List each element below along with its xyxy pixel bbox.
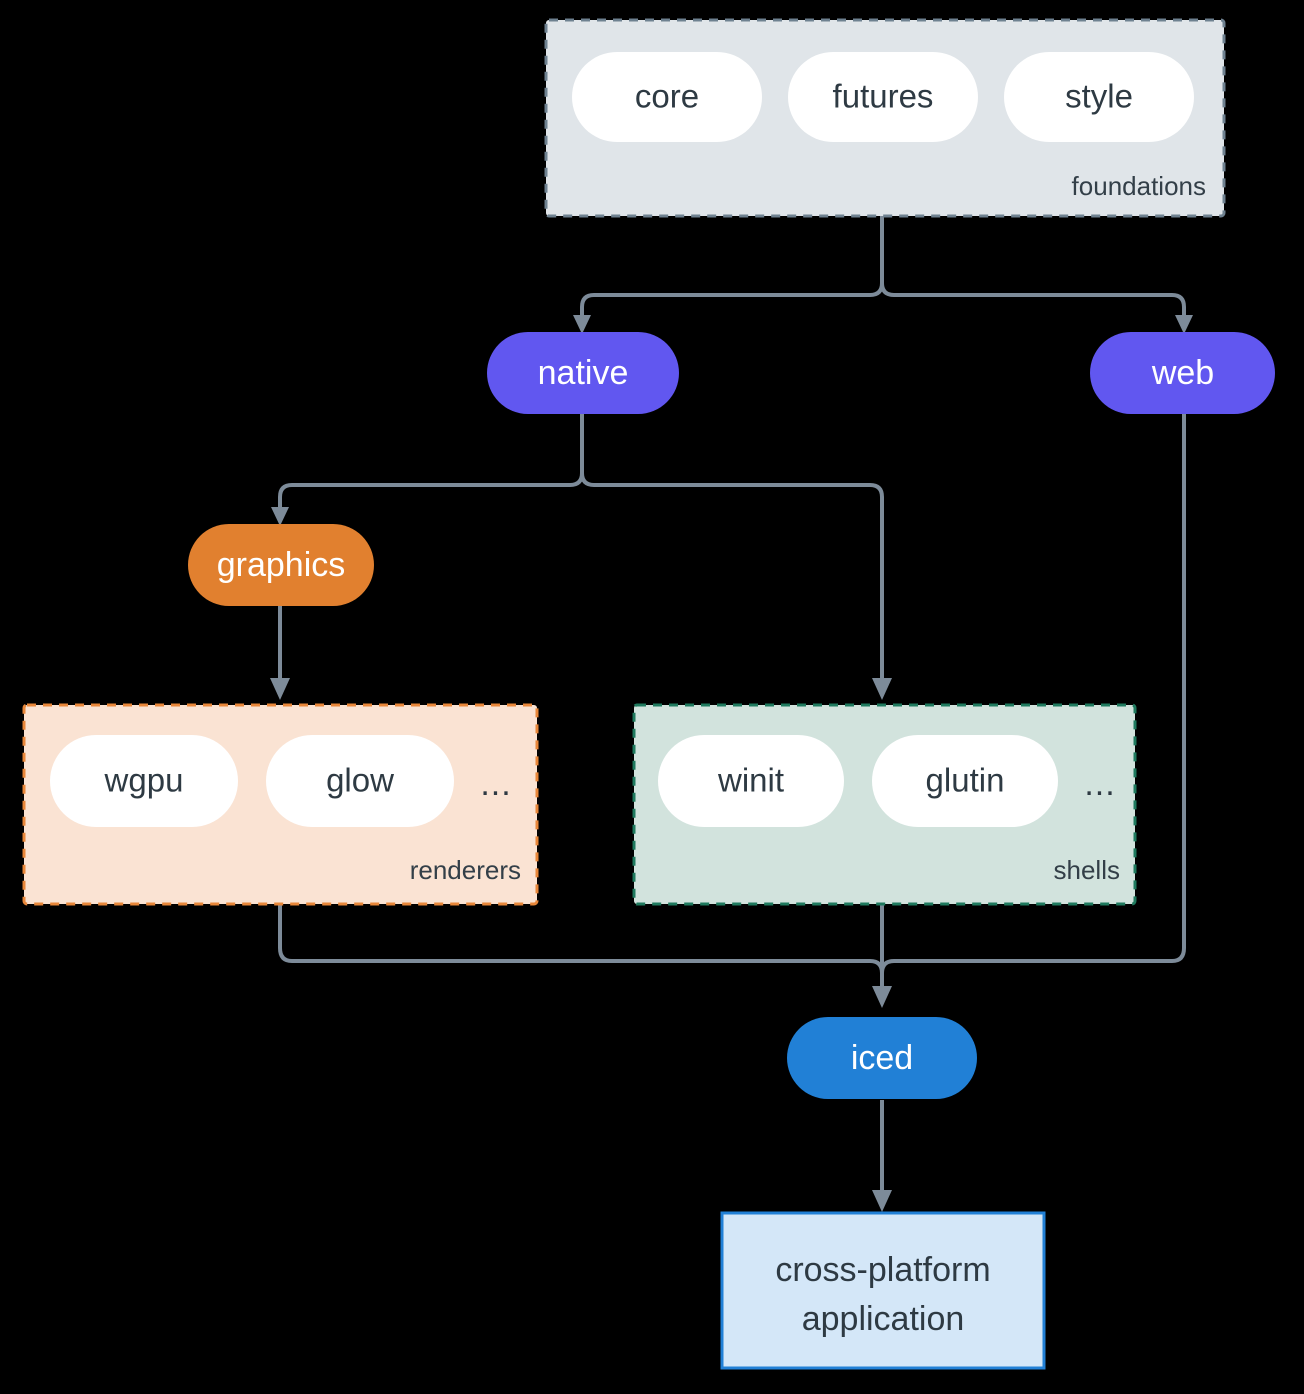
node-glutin-shape: [872, 735, 1058, 827]
node-glow-shape: [266, 735, 454, 827]
node-wgpu[interactable]: wgpu: [50, 735, 238, 827]
cluster-renderers[interactable]: wgpu glow ... renderers: [22, 703, 539, 906]
cluster-foundations[interactable]: core futures style foundations: [544, 18, 1226, 218]
node-style[interactable]: style: [1004, 52, 1194, 142]
node-winit-shape: [658, 735, 844, 827]
node-style-shape: [1004, 52, 1194, 142]
node-wgpu-label: wgpu: [104, 762, 184, 799]
node-application[interactable]: cross-platform application: [720, 1211, 1046, 1370]
edge-foundations-native-arrowhead: [573, 315, 591, 334]
edge-web-iced: [880, 414, 1186, 993]
node-style-label: style: [1065, 78, 1133, 115]
node-glutin-label: glutin: [926, 762, 1005, 799]
cluster-foundations-caption: foundations: [1072, 171, 1206, 201]
node-graphics-label: graphics: [217, 546, 346, 584]
node-glow-label: glow: [326, 762, 394, 799]
edge-native-shells: [580, 414, 884, 683]
node-glow[interactable]: glow: [266, 735, 454, 827]
cluster-renderers-caption: renderers: [410, 855, 521, 885]
node-iced-label: iced: [851, 1039, 913, 1077]
node-core-shape: [572, 52, 762, 142]
cluster-shells[interactable]: winit glutin ... shells: [632, 703, 1137, 906]
node-core-label: core: [635, 78, 699, 115]
node-shells-more-label: ...: [1084, 765, 1115, 803]
node-winit[interactable]: winit: [658, 735, 844, 827]
node-futures-shape: [788, 52, 978, 142]
node-native-label: native: [538, 354, 629, 392]
node-native-shape: [487, 332, 679, 414]
node-futures[interactable]: futures: [788, 52, 978, 142]
node-web-label: web: [1151, 354, 1214, 392]
edge-iced-application-arrowhead: [872, 1190, 892, 1212]
node-iced[interactable]: iced: [787, 1017, 977, 1099]
node-iced-shape: [787, 1017, 977, 1099]
node-graphics[interactable]: graphics: [188, 524, 374, 606]
node-application-shape: [720, 1211, 1046, 1370]
edge-renderers-iced-arrowhead: [872, 986, 892, 1008]
node-futures-label: futures: [833, 78, 934, 115]
edge-foundations-web: [880, 216, 1186, 320]
node-web[interactable]: web: [1090, 332, 1275, 414]
node-winit-label: winit: [717, 762, 784, 799]
node-web-shape: [1090, 332, 1275, 414]
cluster-shells-caption: shells: [1054, 855, 1120, 885]
node-core[interactable]: core: [572, 52, 762, 142]
edge-native-graphics-arrowhead: [271, 507, 289, 526]
node-graphics-shape: [188, 524, 374, 606]
edge-native-shells-arrowhead: [872, 678, 892, 700]
edge-graphics-renderers-arrowhead: [270, 678, 290, 700]
edge-layer: [270, 216, 1193, 1212]
edge-foundations-web-arrowhead: [1175, 315, 1193, 334]
node-wgpu-shape: [50, 735, 238, 827]
node-native[interactable]: native: [487, 332, 679, 414]
node-renderers-more-label: ...: [480, 765, 511, 803]
node-application-label-line2: application: [802, 1300, 965, 1338]
node-application-label-line1: cross-platform: [775, 1251, 990, 1289]
node-glutin[interactable]: glutin: [872, 735, 1058, 827]
